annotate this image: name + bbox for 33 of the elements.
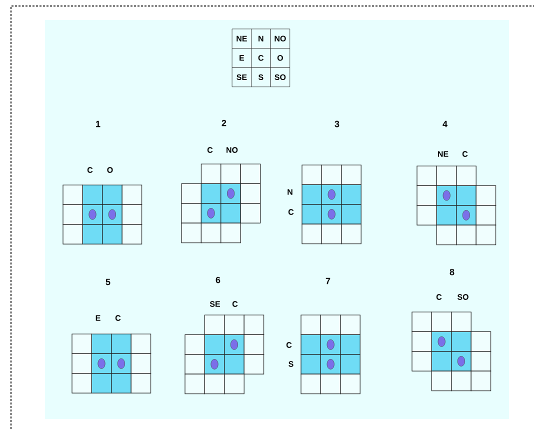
table-cell: NO [270, 28, 290, 48]
table-cell: SE [232, 67, 252, 88]
cell-label: E [96, 315, 100, 321]
table-cell: E [232, 48, 252, 68]
cell-label: S [288, 361, 294, 367]
cell-label: NO [226, 147, 238, 153]
panel-number: 5 [106, 278, 110, 286]
cell-label: O [107, 167, 113, 173]
cell-label: C [207, 147, 213, 153]
table-cell: C [251, 48, 271, 68]
panel-number: 1 [96, 120, 100, 128]
cell-label: C [436, 294, 442, 300]
panel-number: 6 [216, 276, 220, 284]
table-cell: O [270, 48, 290, 68]
cell-label: C [232, 301, 238, 307]
table-cell: SO [270, 67, 290, 88]
cell-label: C [462, 151, 468, 157]
cell-label: NE [438, 151, 448, 157]
table-cell: NE [232, 28, 252, 48]
panel-number: 4 [442, 120, 448, 128]
table-cell: N [251, 28, 271, 48]
cell-label: C [115, 315, 121, 321]
cell-label: SE [210, 301, 220, 307]
cell-label: N [288, 189, 292, 195]
panel-number: 7 [326, 278, 330, 284]
table-cell: S [251, 67, 271, 88]
panel-number: 8 [450, 268, 454, 276]
panel-number: 2 [222, 120, 226, 126]
cell-label: C [87, 167, 93, 173]
cell-label: C [288, 209, 294, 215]
cell-label: SO [457, 294, 468, 300]
panel-number: 3 [334, 120, 340, 128]
cell-label: C [286, 342, 292, 348]
